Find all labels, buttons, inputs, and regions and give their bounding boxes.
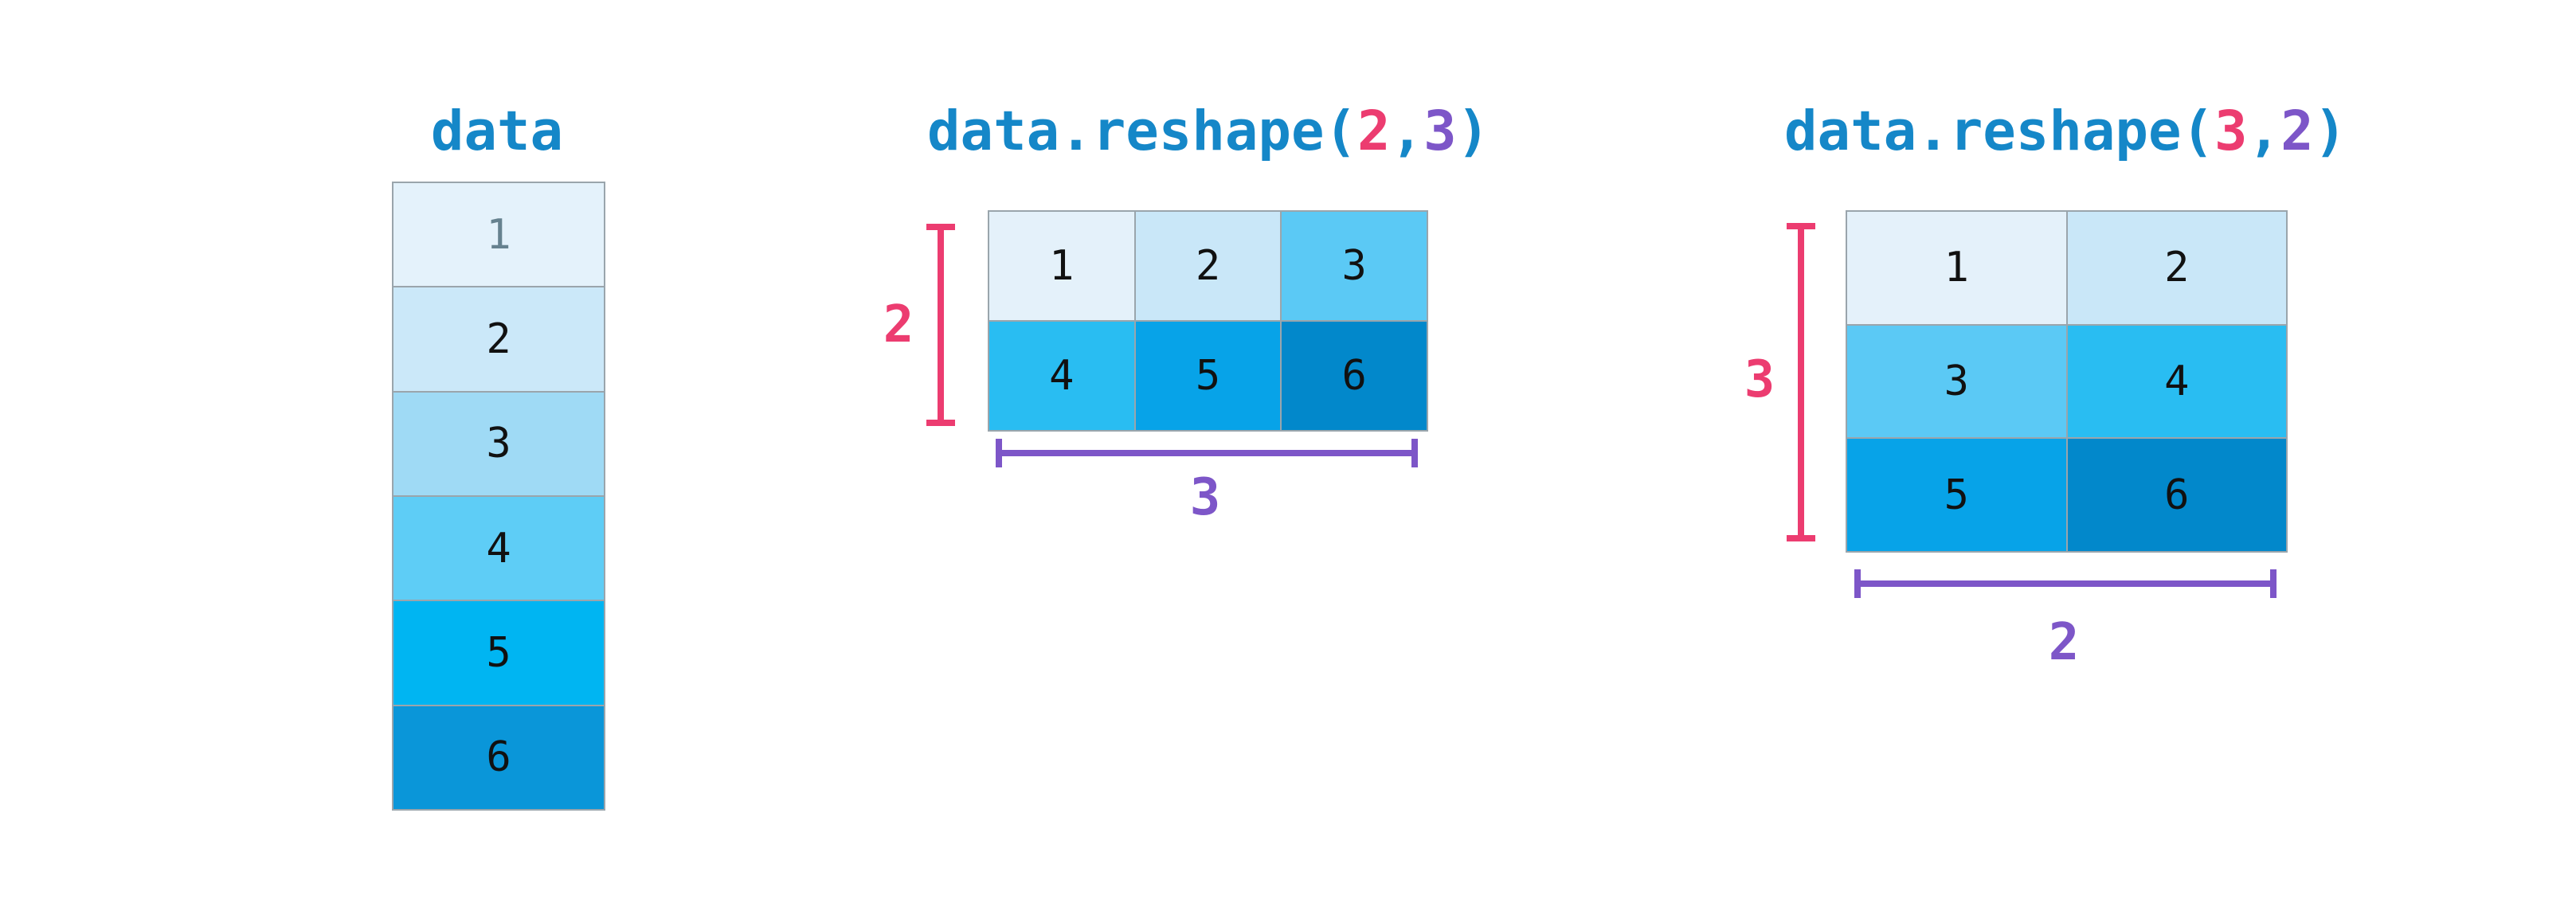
bracket-stem: [996, 450, 1418, 456]
grid-cell: 4: [989, 322, 1134, 430]
grid-cell: 2: [1135, 212, 1281, 320]
figure-reshape-3-2-title: data.reshape(3,2): [1784, 96, 2347, 167]
bracket-cap-right: [2270, 569, 2277, 598]
col-extent-bracket: [1854, 569, 2277, 598]
grid-cell: 5: [1135, 322, 1281, 430]
col-extent-bracket: [996, 439, 1418, 467]
title-segment: data: [430, 100, 564, 163]
bracket-cap-bottom: [926, 420, 955, 426]
grid-cell: 1: [1847, 212, 2066, 324]
title-segment: 3: [1423, 100, 1457, 163]
figure-reshape-2-3-title: data.reshape(2,3): [927, 96, 1490, 167]
grid-cell: 3: [1847, 325, 2066, 438]
title-segment: ): [2313, 100, 2347, 163]
title-segment: data.reshape(: [927, 100, 1358, 163]
col-count-label: 3: [1189, 468, 1221, 527]
bracket-stem: [1798, 223, 1804, 541]
title-segment: 2: [1357, 100, 1391, 163]
grid-cell: 6: [2067, 439, 2286, 551]
title-segment: ,: [1390, 100, 1424, 163]
title-segment: ,: [2247, 100, 2281, 163]
grid-cell: 6: [1282, 322, 1427, 430]
row-extent-bracket: [1787, 223, 1815, 541]
grid-cell: 3: [1282, 212, 1427, 320]
row-count-label: 2: [883, 295, 914, 354]
grid-cell: 1: [989, 212, 1134, 320]
row-extent-bracket: [926, 224, 955, 426]
bracket-stem: [1854, 580, 2277, 587]
grid-cell: 5: [393, 601, 604, 705]
bracket-cap-right: [1411, 439, 1418, 467]
bracket-stem: [938, 224, 944, 426]
grid-cell: 1: [393, 183, 604, 287]
grid-cell: 6: [393, 706, 604, 809]
figure-data-title: data: [338, 96, 656, 167]
title-segment: 2: [2280, 100, 2314, 163]
grid-cell: 3: [393, 392, 604, 495]
bracket-cap-bottom: [1787, 535, 1815, 541]
title-segment: data.reshape(: [1784, 100, 2215, 163]
title-segment: ): [1456, 100, 1490, 163]
grid-cell: 2: [2067, 212, 2286, 324]
grid-cell: 4: [393, 496, 604, 600]
title-segment: 3: [2214, 100, 2248, 163]
col-count-label: 2: [2048, 613, 2080, 672]
row-count-label: 3: [1744, 350, 1775, 409]
grid-cell: 4: [2067, 325, 2286, 438]
grid-cell: 5: [1847, 439, 2066, 551]
grid-cell: 2: [393, 287, 604, 391]
